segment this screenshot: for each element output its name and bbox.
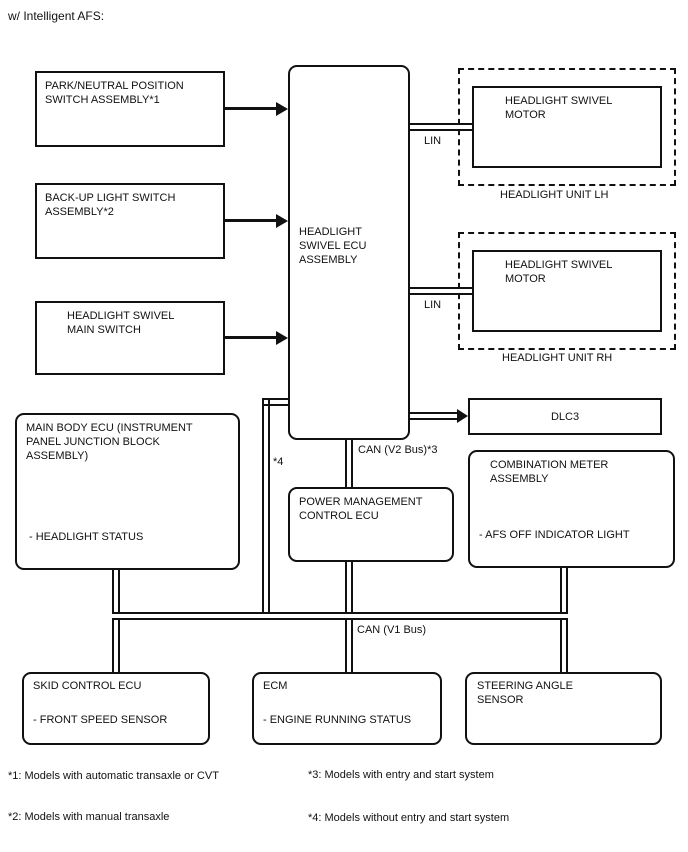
node-headlight-swivel-main-switch-label: HEADLIGHT SWIVEL MAIN SWITCH bbox=[67, 310, 174, 336]
node-backup-light-switch: BACK-UP LIGHT SWITCH ASSEMBLY*2 bbox=[35, 183, 225, 259]
node-main-body-ecu-status: - HEADLIGHT STATUS bbox=[29, 531, 144, 543]
combination-meter-to-can-v1-line bbox=[560, 568, 568, 614]
lin-bus-lh-label: LIN bbox=[424, 135, 442, 147]
node-combination-meter-label: COMBINATION METER ASSEMBLY bbox=[490, 459, 609, 485]
node-steering-angle-sensor-label: STEERING ANGLE SENSOR bbox=[477, 680, 573, 706]
can-v2-bus-line bbox=[345, 440, 353, 487]
node-main-body-ecu-label: MAIN BODY ECU (INSTRUMENT PANEL JUNCTION… bbox=[26, 422, 193, 462]
node-headlight-swivel-main-switch: HEADLIGHT SWIVEL MAIN SWITCH bbox=[35, 301, 225, 375]
lin-bus-lh-line bbox=[410, 123, 472, 131]
arrowhead-main-switch-to-ecu bbox=[276, 331, 288, 345]
group-headlight-unit-lh-label: HEADLIGHT UNIT LH bbox=[500, 189, 609, 201]
node-skid-control-ecu: SKID CONTROL ECU - FRONT SPEED SENSOR bbox=[22, 672, 210, 745]
node-steering-angle-sensor: STEERING ANGLE SENSOR bbox=[465, 672, 662, 745]
lin-bus-rh-label: LIN bbox=[424, 299, 442, 311]
node-headlight-swivel-motor-lh: HEADLIGHT SWIVEL MOTOR bbox=[472, 86, 662, 168]
node-combination-meter: COMBINATION METER ASSEMBLY - AFS OFF IND… bbox=[468, 450, 675, 568]
footnote-4: *4: Models without entry and start syste… bbox=[308, 812, 510, 824]
can-v1-to-steering-angle-line bbox=[560, 618, 568, 672]
can-v1-to-skid-control-line bbox=[112, 618, 120, 672]
group-headlight-unit-lh bbox=[458, 68, 676, 186]
can-v2-bus-label: CAN (V2 Bus)*3 bbox=[358, 444, 438, 456]
group-headlight-unit-rh bbox=[458, 232, 676, 350]
node-power-management-ecu: POWER MANAGEMENT CONTROL ECU bbox=[288, 487, 454, 562]
node-headlight-swivel-ecu-label: HEADLIGHT SWIVEL ECU ASSEMBLY bbox=[299, 226, 367, 266]
footnote-1: *1: Models with automatic transaxle or C… bbox=[8, 770, 219, 782]
dlc3-connector-line bbox=[410, 412, 457, 420]
node-skid-control-ecu-label: SKID CONTROL ECU bbox=[33, 680, 142, 692]
can-v1-bus-label: CAN (V1 Bus) bbox=[357, 624, 427, 636]
note4-bus-stub bbox=[262, 398, 289, 406]
note4-bus-line bbox=[262, 398, 270, 614]
node-ecm-label: ECM bbox=[263, 680, 288, 692]
main-body-ecu-to-can-v1-line bbox=[112, 570, 120, 614]
note4-bus-label: *4 bbox=[273, 456, 284, 468]
arrowhead-park-neutral-to-ecu bbox=[276, 102, 288, 116]
node-main-body-ecu: MAIN BODY ECU (INSTRUMENT PANEL JUNCTION… bbox=[15, 413, 240, 570]
node-park-neutral-position-switch: PARK/NEUTRAL POSITION SWITCH ASSEMBLY*1 bbox=[35, 71, 225, 147]
node-power-management-ecu-label: POWER MANAGEMENT CONTROL ECU bbox=[299, 496, 423, 522]
node-combination-meter-status: - AFS OFF INDICATOR LIGHT bbox=[479, 529, 630, 541]
connector-main-switch-to-ecu bbox=[225, 336, 277, 339]
node-dlc3-label: DLC3 bbox=[550, 410, 580, 423]
node-skid-control-ecu-status: - FRONT SPEED SENSOR bbox=[33, 714, 168, 726]
node-headlight-swivel-motor-rh-label: HEADLIGHT SWIVEL MOTOR bbox=[505, 259, 612, 285]
node-backup-light-switch-label: BACK-UP LIGHT SWITCH ASSEMBLY*2 bbox=[45, 192, 176, 218]
connector-backup-light-to-ecu bbox=[225, 219, 277, 222]
dlc3-connector-arrowhead bbox=[457, 409, 468, 423]
can-v1-to-ecm-line bbox=[345, 618, 353, 672]
group-headlight-unit-rh-label: HEADLIGHT UNIT RH bbox=[502, 352, 613, 364]
node-headlight-swivel-ecu: HEADLIGHT SWIVEL ECU ASSEMBLY bbox=[288, 65, 410, 440]
arrowhead-backup-light-to-ecu bbox=[276, 214, 288, 228]
node-park-neutral-position-switch-label: PARK/NEUTRAL POSITION SWITCH ASSEMBLY*1 bbox=[45, 80, 184, 106]
lin-bus-rh-line bbox=[410, 287, 472, 295]
pmc-ecu-to-can-v1-line bbox=[345, 562, 353, 614]
node-dlc3: DLC3 bbox=[468, 398, 662, 435]
footnote-3: *3: Models with entry and start system bbox=[308, 769, 494, 781]
connector-park-neutral-to-ecu bbox=[225, 107, 277, 110]
node-ecm-status: - ENGINE RUNNING STATUS bbox=[263, 714, 412, 726]
node-ecm: ECM - ENGINE RUNNING STATUS bbox=[252, 672, 442, 745]
node-headlight-swivel-motor-rh: HEADLIGHT SWIVEL MOTOR bbox=[472, 250, 662, 332]
can-v1-bus-line bbox=[112, 612, 568, 620]
page-title: w/ Intelligent AFS: bbox=[8, 9, 105, 23]
node-headlight-swivel-motor-lh-label: HEADLIGHT SWIVEL MOTOR bbox=[505, 95, 612, 121]
footnote-2: *2: Models with manual transaxle bbox=[8, 811, 170, 823]
